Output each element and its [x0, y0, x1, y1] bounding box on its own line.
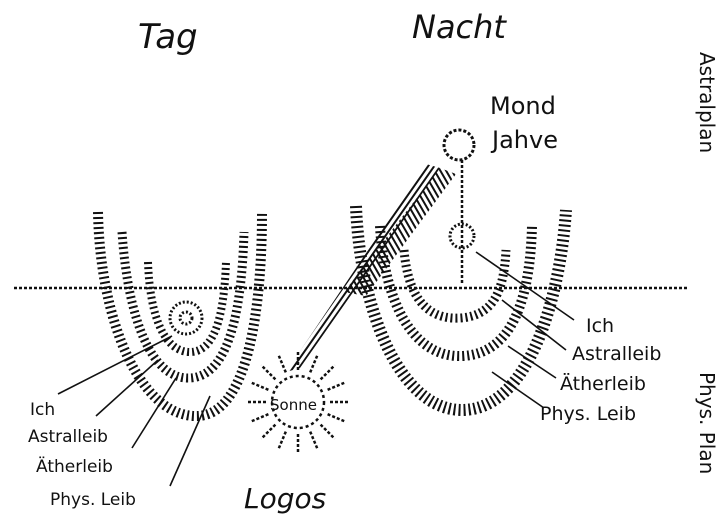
night-ich-circle	[448, 222, 476, 250]
heading-day: Tag	[138, 17, 198, 57]
day-ich-circle-outer	[168, 300, 204, 336]
day-label-astralleib: Astralleib	[28, 427, 108, 447]
night-inner-curve	[399, 249, 511, 323]
sun-ray	[249, 380, 269, 391]
night-middle-curve	[375, 225, 537, 362]
jahve-label: Jahve	[490, 126, 558, 154]
sun-ray	[276, 353, 287, 373]
night-leader-ich	[475, 251, 575, 321]
sun-ray	[260, 423, 277, 440]
day-label-aetherleib: Ätherleib	[36, 456, 113, 477]
day-label-ich: Ich	[30, 400, 55, 420]
moon-disc	[442, 128, 476, 162]
night-leader-astral	[501, 299, 567, 351]
sun-ray	[249, 413, 269, 424]
sun-ray	[309, 353, 320, 373]
sun-ray	[327, 380, 347, 391]
sun-ray	[276, 431, 287, 451]
day-inner-curve	[144, 261, 230, 357]
day-outer-curve	[93, 211, 267, 422]
night-label-ich: Ich	[586, 315, 614, 337]
day-label-physleib: Phys. Leib	[50, 490, 136, 510]
heading-night: Nacht	[412, 8, 507, 46]
day-leader-astral	[95, 359, 159, 417]
astral-plane-label: Astralplan	[695, 52, 719, 153]
logos-caption: Logos	[244, 482, 326, 515]
day-leader-lines	[57, 335, 211, 487]
night-label-astralleib: Astralleib	[572, 343, 661, 365]
night-leader-aether	[507, 345, 557, 379]
sun-label: Sonne	[270, 396, 317, 414]
night-label-aetherleib: Ätherleib	[560, 372, 646, 395]
night-figure	[344, 160, 572, 417]
moon-label: Mond	[490, 92, 556, 120]
day-figure	[93, 211, 267, 422]
day-ich-circle-inner	[178, 310, 194, 326]
moon-ray-wedge	[344, 168, 456, 296]
day-leader-aether	[131, 377, 177, 449]
sun-ray	[260, 364, 277, 381]
sun-ray	[327, 413, 347, 424]
sun-ray	[309, 431, 320, 451]
night-label-physleib: Phys. Leib	[540, 403, 636, 425]
sun-disc	[270, 374, 326, 430]
physical-plane-label: Phys. Plan	[695, 372, 719, 474]
day-leader-phys	[169, 395, 211, 487]
night-leader-phys	[491, 371, 545, 409]
sun-ray	[319, 364, 336, 381]
day-leader-ich	[57, 335, 173, 395]
sun-ray	[319, 423, 336, 440]
night-leader-lines	[475, 251, 575, 409]
